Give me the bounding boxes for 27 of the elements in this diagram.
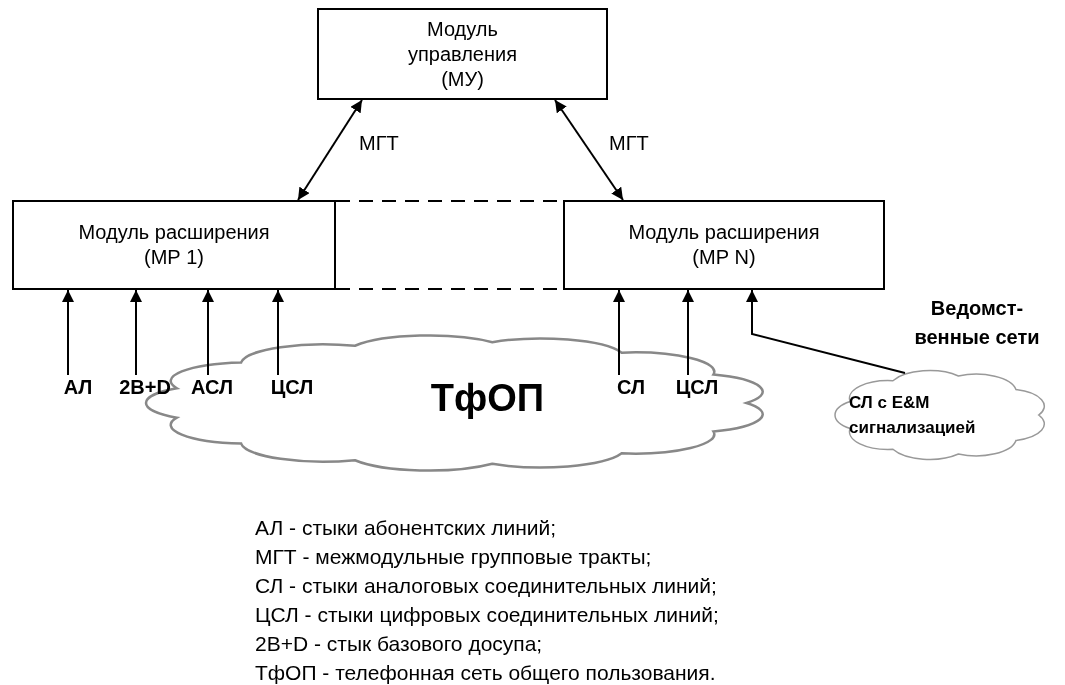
arrow: [682, 289, 694, 376]
interface-label: ЦСЛ: [262, 375, 322, 399]
arrow: [613, 289, 625, 376]
arrow: [62, 289, 74, 376]
interface-label: АСЛ: [182, 375, 242, 399]
abbreviation-note: АЛ - стыки абонентских линий;: [255, 516, 557, 540]
abbreviation-note: СЛ - стыки аналоговых соединительных линий;: [255, 574, 717, 598]
arrow: [202, 289, 214, 376]
interface-label: СЛ: [601, 375, 661, 399]
interface-label: ЦСЛ: [667, 375, 727, 399]
module-box: Модуль управления (МУ): [317, 8, 608, 100]
abbreviation-note: ТфОП - телефонная сеть общего пользования.: [255, 661, 716, 685]
abbreviation-note: 2B+D - стык базового досупа;: [255, 632, 543, 656]
arrow: [746, 289, 906, 374]
module-box: Модуль расширения (МР N): [563, 200, 885, 290]
network-description: СЛ с E&M сигнализацией: [849, 392, 977, 439]
arrow: [272, 289, 284, 376]
network-name: ТфОП: [430, 376, 545, 420]
abbreviation-note: МГТ - межмодульные групповые тракты;: [255, 545, 652, 569]
arrow: [297, 99, 363, 201]
module-box: Модуль расширения (МР 1): [12, 200, 336, 290]
arrow: [554, 99, 624, 201]
interface-label: АЛ: [48, 375, 108, 399]
abbreviation-note: ЦСЛ - стыки цифровых соединительных линий;: [255, 603, 719, 627]
arrow: [130, 289, 142, 376]
network-heading: Ведомст- венные сети: [913, 296, 1041, 350]
interface-label: 2B+D: [115, 375, 175, 399]
